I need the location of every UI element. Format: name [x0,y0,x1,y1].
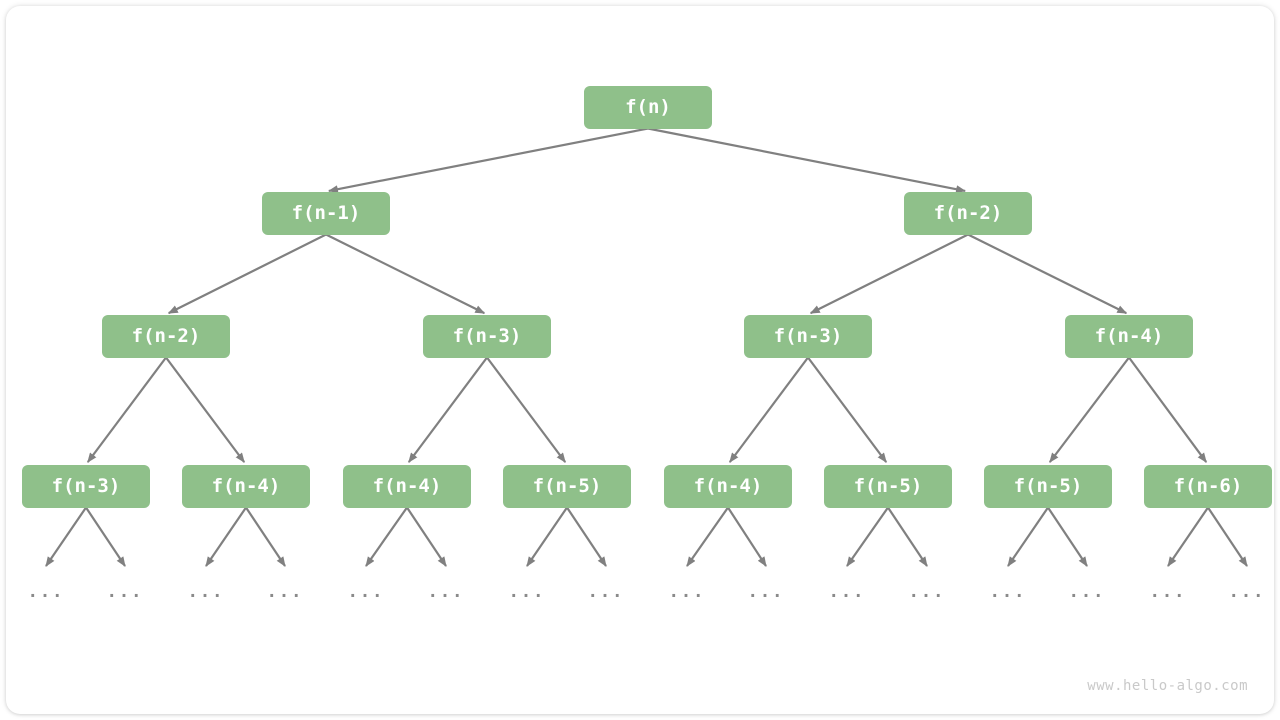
ellipsis-marker: ... [508,582,546,602]
ellipsis-marker: ... [106,582,144,602]
ellipsis-marker: ... [908,582,946,602]
watermark: www.hello-algo.com [1087,678,1248,694]
leaf-stub-edge [846,506,889,567]
leaf-stub-edge [727,506,767,567]
leaf-stub-edge [887,506,928,567]
tree-edge [647,127,967,194]
leaf-stub-edge [85,506,126,567]
ellipsis-marker: ... [427,582,465,602]
leaf-stub-edge [1207,506,1248,567]
ellipsis-marker: ... [668,582,706,602]
leaf-stub-edge [1007,506,1049,567]
diagram-card: f(n) f(n-1) f(n-2) f(n-2) f(n-3) f(n-3) f(n-4)… [6,6,1274,714]
tree-node: f(n-4) [182,464,310,508]
tree-edge [967,233,1128,315]
leaf-stub-edge [526,506,568,567]
tree-node: f(n-6) [1144,464,1272,508]
ellipsis-marker: ... [187,582,225,602]
ellipsis-marker: ... [1149,582,1187,602]
tree-edge [1128,356,1208,463]
tree-edge [327,127,649,194]
tree-edge [325,233,486,315]
ellipsis-marker: ... [347,582,385,602]
tree-node: f(n-4) [664,464,792,508]
tree-edge [167,233,327,315]
leaf-stub-edges [45,506,1248,567]
tree-edge [809,233,969,315]
tree-node: f(n) [584,85,712,129]
tree-node: f(n-3) [423,314,551,358]
tree-node: f(n-3) [744,314,872,358]
leaf-stub-edge [205,506,247,567]
tree-node: f(n-5) [824,464,952,508]
ellipsis-marker: ... [828,582,866,602]
ellipsis-marker: ... [1068,582,1106,602]
tree-edge [165,356,246,463]
tree-node: f(n-4) [1065,314,1193,358]
leaf-stub-edge [566,506,607,567]
leaf-stub-edge [1047,506,1088,567]
ellipsis-marker: ... [989,582,1027,602]
tree-node: f(n-5) [503,464,631,508]
ellipsis-marker: ... [587,582,625,602]
tree-edge [86,356,167,463]
tree-edge [486,356,567,463]
ellipsis-marker: ... [1228,582,1266,602]
leaf-stub-edge [45,506,87,567]
ellipsis-marker: ... [266,582,304,602]
tree-node: f(n-2) [102,314,230,358]
tree-edge [407,356,488,463]
tree-edge [807,356,888,463]
tree-edge [1048,356,1130,463]
tree-edge [728,356,809,463]
leaf-stub-edge [1167,506,1209,567]
tree-node: f(n-1) [262,191,390,235]
leaf-stub-edge [406,506,447,567]
leaf-stub-edge [245,506,286,567]
tree-node: f(n-3) [22,464,150,508]
tree-node: f(n-2) [904,191,1032,235]
ellipsis-marker: ... [747,582,785,602]
tree-node: f(n-4) [343,464,471,508]
leaf-stub-edge [365,506,408,567]
tree-edges [86,127,1208,463]
ellipsis-marker: ... [27,582,65,602]
tree-node: f(n-5) [984,464,1112,508]
leaf-stub-edge [686,506,729,567]
